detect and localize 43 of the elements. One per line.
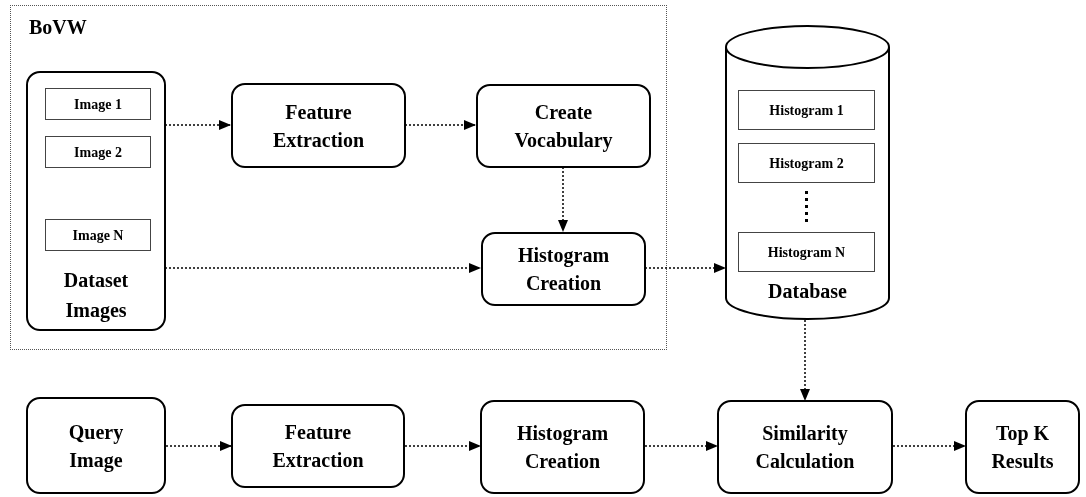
group-frame xyxy=(10,5,667,350)
arrow xyxy=(404,120,476,130)
process-box xyxy=(965,400,1080,494)
label-text: Histogram 2 xyxy=(769,154,844,173)
label-text: Create Vocabulary xyxy=(513,100,614,154)
item-box xyxy=(45,88,151,120)
arrow xyxy=(165,441,232,451)
label-text: Feature Extraction xyxy=(271,99,366,153)
process-box xyxy=(231,83,406,168)
label-text: BoVW xyxy=(29,15,87,40)
process-box xyxy=(717,400,893,494)
label-text: Feature Extraction xyxy=(271,420,365,473)
item-box xyxy=(45,136,151,168)
arrow xyxy=(644,263,726,273)
label-text: Histogram Creation xyxy=(516,243,611,296)
label-text: Histogram N xyxy=(767,243,846,262)
item-box xyxy=(738,232,875,272)
label-text: Image 2 xyxy=(74,143,122,162)
process-box xyxy=(26,71,166,331)
item-box xyxy=(738,90,875,130)
label-text: Database xyxy=(767,279,848,304)
label-text: Similarity Calculation xyxy=(754,421,856,474)
label-text: Image N xyxy=(72,226,124,245)
arrow xyxy=(800,319,810,401)
label-text: Top K Results xyxy=(990,421,1055,474)
arrow xyxy=(164,120,231,130)
arrow xyxy=(892,441,966,451)
process-box xyxy=(231,404,405,488)
arrow xyxy=(644,441,718,451)
process-box xyxy=(476,84,651,168)
item-box xyxy=(45,219,151,251)
arrow xyxy=(404,441,481,451)
arrow xyxy=(558,166,568,232)
process-box xyxy=(481,232,646,306)
label-text: Image 1 xyxy=(74,95,122,114)
arrow xyxy=(164,263,481,273)
process-box xyxy=(480,400,645,494)
process-box xyxy=(26,397,166,494)
label-text: Histogram Creation xyxy=(515,421,610,474)
label-text: Query Image xyxy=(67,419,125,474)
item-box xyxy=(738,143,875,183)
label-text: Dataset Images xyxy=(62,268,130,324)
label-text: Histogram 1 xyxy=(769,101,844,120)
